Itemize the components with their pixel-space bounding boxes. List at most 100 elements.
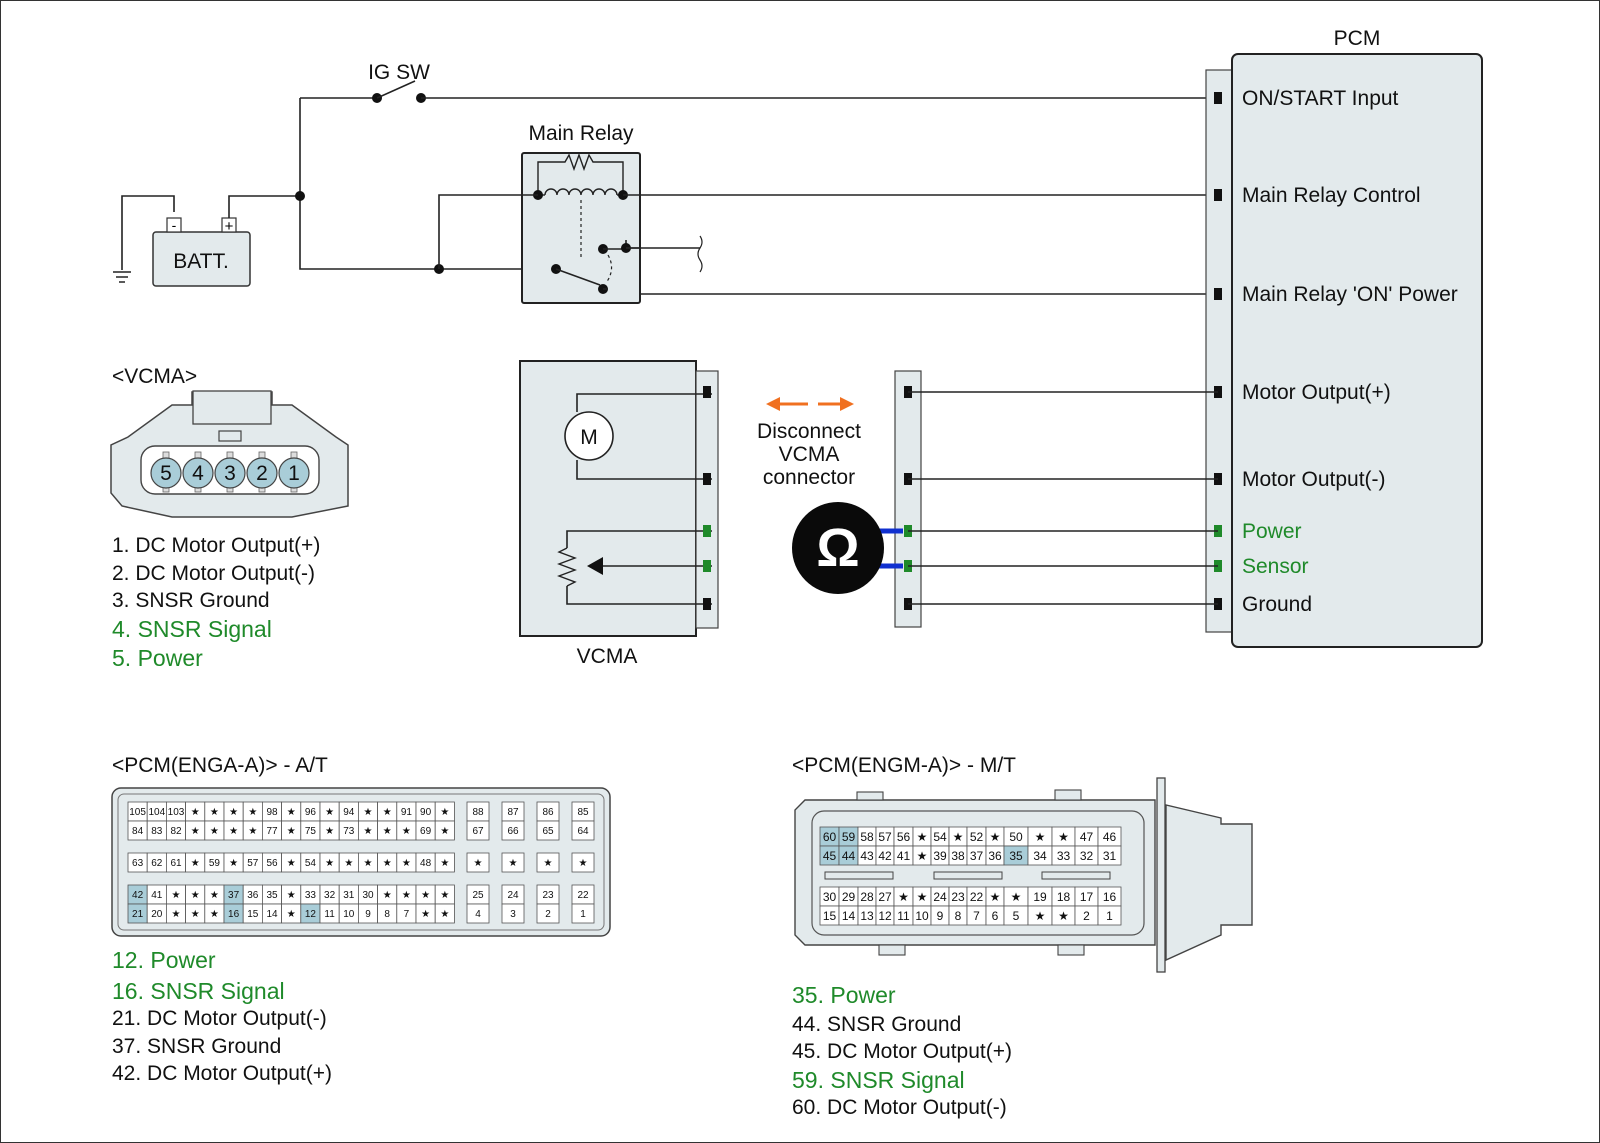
pcm-at-pin-number: 83	[151, 826, 163, 837]
vcma-pin	[150, 457, 182, 489]
pcm-at-pin-number: ★	[191, 858, 200, 869]
pcm-mt-pin-number: 41	[897, 849, 911, 863]
pcm-at-pin-number: 75	[305, 826, 317, 837]
pcm-terminal-label: Motor Output(+)	[1242, 381, 1391, 404]
pcm-at-pin-number: 36	[247, 890, 259, 901]
pcm-at-pin-number: 73	[343, 826, 355, 837]
pcm-mt-legend-item: 59. SNSR Signal	[792, 1067, 965, 1093]
pcm-at-pin-number: 9	[365, 909, 371, 920]
pcm-at-pin-number: ★	[248, 826, 257, 837]
pcm-at-pin-number: ★	[325, 807, 334, 818]
pcm-at-pin	[536, 903, 560, 924]
pcm-mt-pin-number: 24	[933, 890, 947, 904]
ohm-symbol: Ω	[816, 518, 859, 578]
pcm-mt-pin-number: ★	[1058, 909, 1069, 923]
pcm-mt-pin-number: 5	[1013, 909, 1020, 923]
vcma-pin	[182, 457, 214, 489]
pcm-at-legend-item: 42. DC Motor Output(+)	[112, 1062, 332, 1085]
pcm-mt-pin-number: 60	[823, 830, 837, 844]
pcm-at-pin-number: ★	[191, 909, 200, 920]
pcm-at-pin-number: ★	[402, 890, 411, 901]
potentiometer-icon	[557, 530, 712, 605]
pcm-at-pin-number: 3	[510, 909, 516, 920]
battery-plus-label: +	[225, 218, 234, 235]
pcm-at-pin-number: 54	[305, 858, 317, 869]
pcm-mt-pin-number: 29	[842, 890, 856, 904]
pcm-at-pin-number: 98	[266, 807, 278, 818]
pcm-at-pin-number: ★	[440, 909, 449, 920]
pcm-at-pin-number: 41	[151, 890, 163, 901]
pcm-mt-pin-number: 9	[937, 909, 944, 923]
pcm-mt-pin-number: 12	[878, 909, 892, 923]
pcm-mt-pin-number: 22	[970, 890, 984, 904]
vcma-component: M VCMA	[519, 360, 719, 668]
pcm-at-legend-item: 12. Power	[112, 947, 216, 973]
pcm-at-pin-number: 88	[472, 807, 484, 818]
pcm-at-pin-number: ★	[344, 858, 353, 869]
pcm-at-pin-number: 32	[324, 890, 336, 901]
pcm-at-pin-number: 23	[542, 890, 554, 901]
pcm-mt-pin-number: 17	[1080, 890, 1094, 904]
pcm-at-legend-item: 21. DC Motor Output(-)	[112, 1007, 327, 1030]
pcm-mt-pin-number: 47	[1080, 830, 1094, 844]
pcm-terminal-label: Motor Output(-)	[1242, 468, 1386, 491]
pcm-at-pin-number: 64	[577, 826, 589, 837]
pcm-mt-pin-number: 30	[823, 890, 837, 904]
disconnect-line-3: connector	[763, 466, 855, 489]
pcm-at-pin-number: ★	[364, 807, 373, 818]
pcm-terminal-label: Main Relay Control	[1242, 184, 1421, 207]
pcm-at-pin-number: 12	[305, 909, 317, 920]
pcm-at-pin-number: 56	[266, 858, 278, 869]
pcm-at-pin-number: 11	[324, 909, 335, 920]
vcma-terminal-pin	[703, 386, 711, 398]
pcm-at-pin-number: 105	[129, 807, 146, 818]
pcm-mt-pin-number: ★	[917, 890, 928, 904]
pcm-at-pin-number: 91	[401, 807, 413, 818]
pcm-at-pin	[466, 903, 490, 924]
left-arrow-icon	[766, 397, 808, 411]
pcm-at-pin-number: ★	[191, 826, 200, 837]
vcma-terminal-pin	[703, 598, 711, 610]
pcm-mt-pin-number: 7	[973, 909, 980, 923]
pcm-mt-pin-number: 16	[1103, 890, 1117, 904]
pcm-at-pin-number: ★	[440, 807, 449, 818]
pcm-mt-pin-number: 15	[823, 909, 837, 923]
pcm-at-pin	[466, 852, 490, 873]
vcma-pin-strip	[695, 370, 719, 629]
pcm-mt-pin-number: ★	[953, 830, 964, 844]
pcm-terminal-label: Main Relay 'ON' Power	[1242, 283, 1458, 306]
pcm-terminal-pin	[1214, 92, 1222, 104]
pcm-at-pin-number: 31	[343, 890, 355, 901]
pcm-terminal-pin	[1214, 288, 1222, 300]
pcm-at-pin-number: ★	[383, 890, 392, 901]
pcm-mt-pin-number: 14	[842, 909, 856, 923]
pcm-mt-title: <PCM(ENGM-A)> - M/T	[792, 754, 1016, 777]
pcm-at-pin-number: 10	[343, 909, 355, 920]
pcm-mt-legend-item: 60. DC Motor Output(-)	[792, 1096, 1007, 1119]
pcm-mt-pin-number: 23	[951, 890, 965, 904]
pcm-mt-pin-number: 31	[1103, 849, 1117, 863]
pcm-at-pin-number: ★	[210, 890, 219, 901]
vcma-pin-number: 1	[288, 462, 300, 485]
pcm-at-pin-number: ★	[421, 909, 430, 920]
pcm-mt-pin-number: 1	[1106, 909, 1113, 923]
disconnect-line-1: Disconnect	[757, 420, 861, 443]
pcm-at-title: <PCM(ENGA-A)> - A/T	[112, 754, 328, 777]
pcm-at-pin-number: 15	[247, 909, 259, 920]
harness-connector	[894, 370, 1218, 628]
pcm-mt-pin-number: ★	[898, 890, 909, 904]
pcm-at-pin-number: 33	[305, 890, 317, 901]
pcm-at-pin	[434, 852, 455, 873]
pcm-at-pin-number: ★	[364, 858, 373, 869]
pcm-mt-pin-number: 2	[1083, 909, 1090, 923]
pcm-mt-legend-item: 45. DC Motor Output(+)	[792, 1040, 1012, 1063]
pcm-mt-pin-number: ★	[1011, 890, 1022, 904]
main-relay: Main Relay	[521, 122, 641, 304]
pcm-at-pin-number: 94	[343, 807, 355, 818]
pcm-mt-pin-number: 43	[860, 849, 874, 863]
pcm-mt-pin-number: 35	[1009, 849, 1023, 863]
vcma-box	[519, 360, 697, 637]
pcm-at-pin-number: 69	[420, 826, 432, 837]
